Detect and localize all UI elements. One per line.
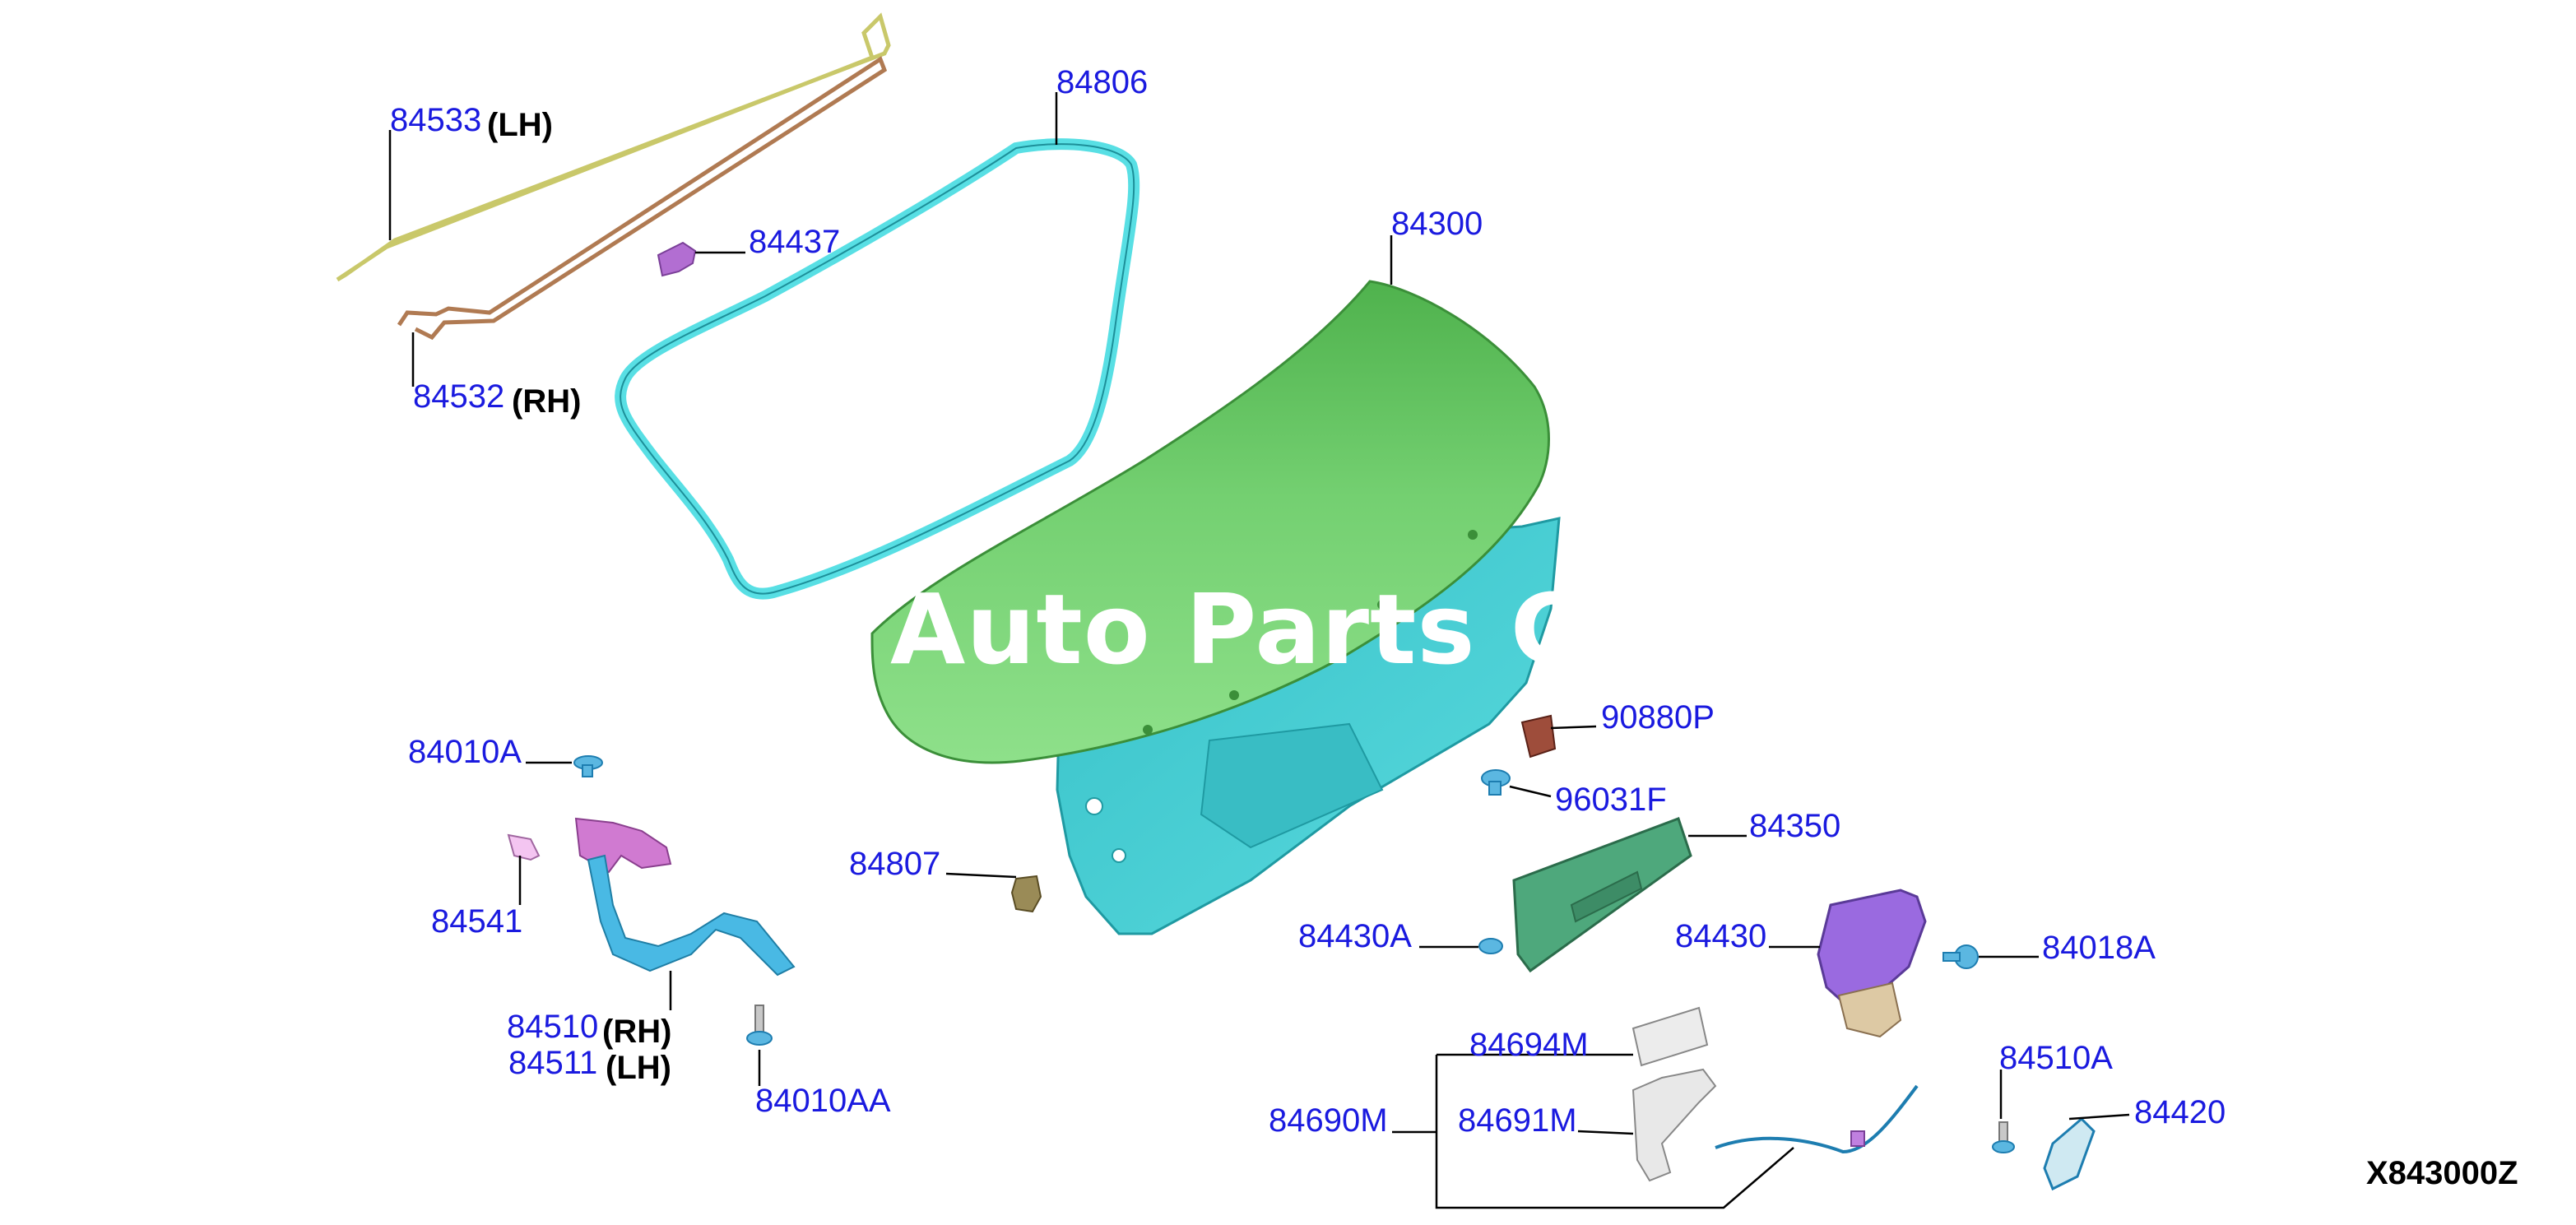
part-label-84510[interactable]: 84510 — [507, 1009, 599, 1045]
part-label-84510a[interactable]: 84510A — [1999, 1040, 2113, 1076]
trunk-lid-torsion-bar-rh — [397, 56, 888, 341]
clip-84430a — [1478, 938, 1503, 954]
part-label-84694m[interactable]: 84694M — [1469, 1027, 1589, 1063]
trunk-lid — [870, 280, 1550, 764]
side-label-84532: (RH) — [512, 383, 582, 420]
part-label-84430a[interactable]: 84430A — [1298, 918, 1412, 954]
side-label-84510: (RH) — [602, 1014, 672, 1050]
part-label-84350[interactable]: 84350 — [1749, 808, 1841, 844]
plug-90880p — [1520, 714, 1557, 759]
hinge-bumper — [507, 833, 541, 861]
part-label-84690m[interactable]: 84690M — [1269, 1102, 1388, 1139]
part-label-84511[interactable]: 84511 — [508, 1045, 598, 1081]
side-label-84511: (LH) — [606, 1050, 671, 1086]
handle-bezel — [1631, 1006, 1709, 1067]
release-cable — [1715, 1084, 1919, 1154]
bolt-84010aa — [746, 1005, 773, 1046]
watermark: Auto Parts Cata — [890, 573, 1763, 686]
part-label-96031f[interactable]: 96031F — [1555, 782, 1667, 818]
part-label-84541[interactable]: 84541 — [431, 903, 523, 940]
part-label-84010aa[interactable]: 84010AA — [755, 1083, 891, 1119]
diagram-code: X843000Z — [2366, 1155, 2518, 1191]
trunk-lid-torsion-bar-lh — [336, 12, 891, 282]
part-label-84806[interactable]: 84806 — [1056, 64, 1149, 100]
trunk-lid-release-handle — [1631, 1068, 1717, 1182]
part-label-84532[interactable]: 84532 — [413, 378, 505, 415]
trunk-lid-latch — [1817, 889, 1927, 1038]
bolt-84018a — [1942, 944, 1979, 969]
leader-lines — [388, 92, 2130, 1209]
clip-96031f — [1481, 769, 1511, 796]
part-label-84300[interactable]: 84300 — [1391, 206, 1483, 242]
part-label-84010a[interactable]: 84010A — [408, 734, 522, 770]
part-label-84691m[interactable]: 84691M — [1458, 1102, 1577, 1139]
bracket-84437 — [657, 241, 697, 277]
part-label-84807[interactable]: 84807 — [849, 846, 941, 882]
bolt-84510a — [1992, 1121, 2015, 1153]
bumper-84807 — [1010, 875, 1042, 913]
lid-garnish — [1512, 817, 1692, 973]
side-label-84533: (LH) — [487, 107, 553, 143]
part-label-84533[interactable]: 84533 — [390, 102, 482, 138]
part-label-84018a[interactable]: 84018A — [2042, 930, 2156, 966]
part-label-84430[interactable]: 84430 — [1675, 918, 1767, 954]
trunk-lid-hinge — [574, 817, 796, 977]
part-label-84420[interactable]: 84420 — [2134, 1094, 2226, 1130]
lid-striker — [2043, 1116, 2096, 1191]
clip-84010a — [573, 755, 603, 777]
trunk-lid-weatherstrip — [615, 138, 1140, 600]
part-label-84437[interactable]: 84437 — [749, 224, 841, 260]
part-label-90880p[interactable]: 90880P — [1601, 699, 1715, 735]
